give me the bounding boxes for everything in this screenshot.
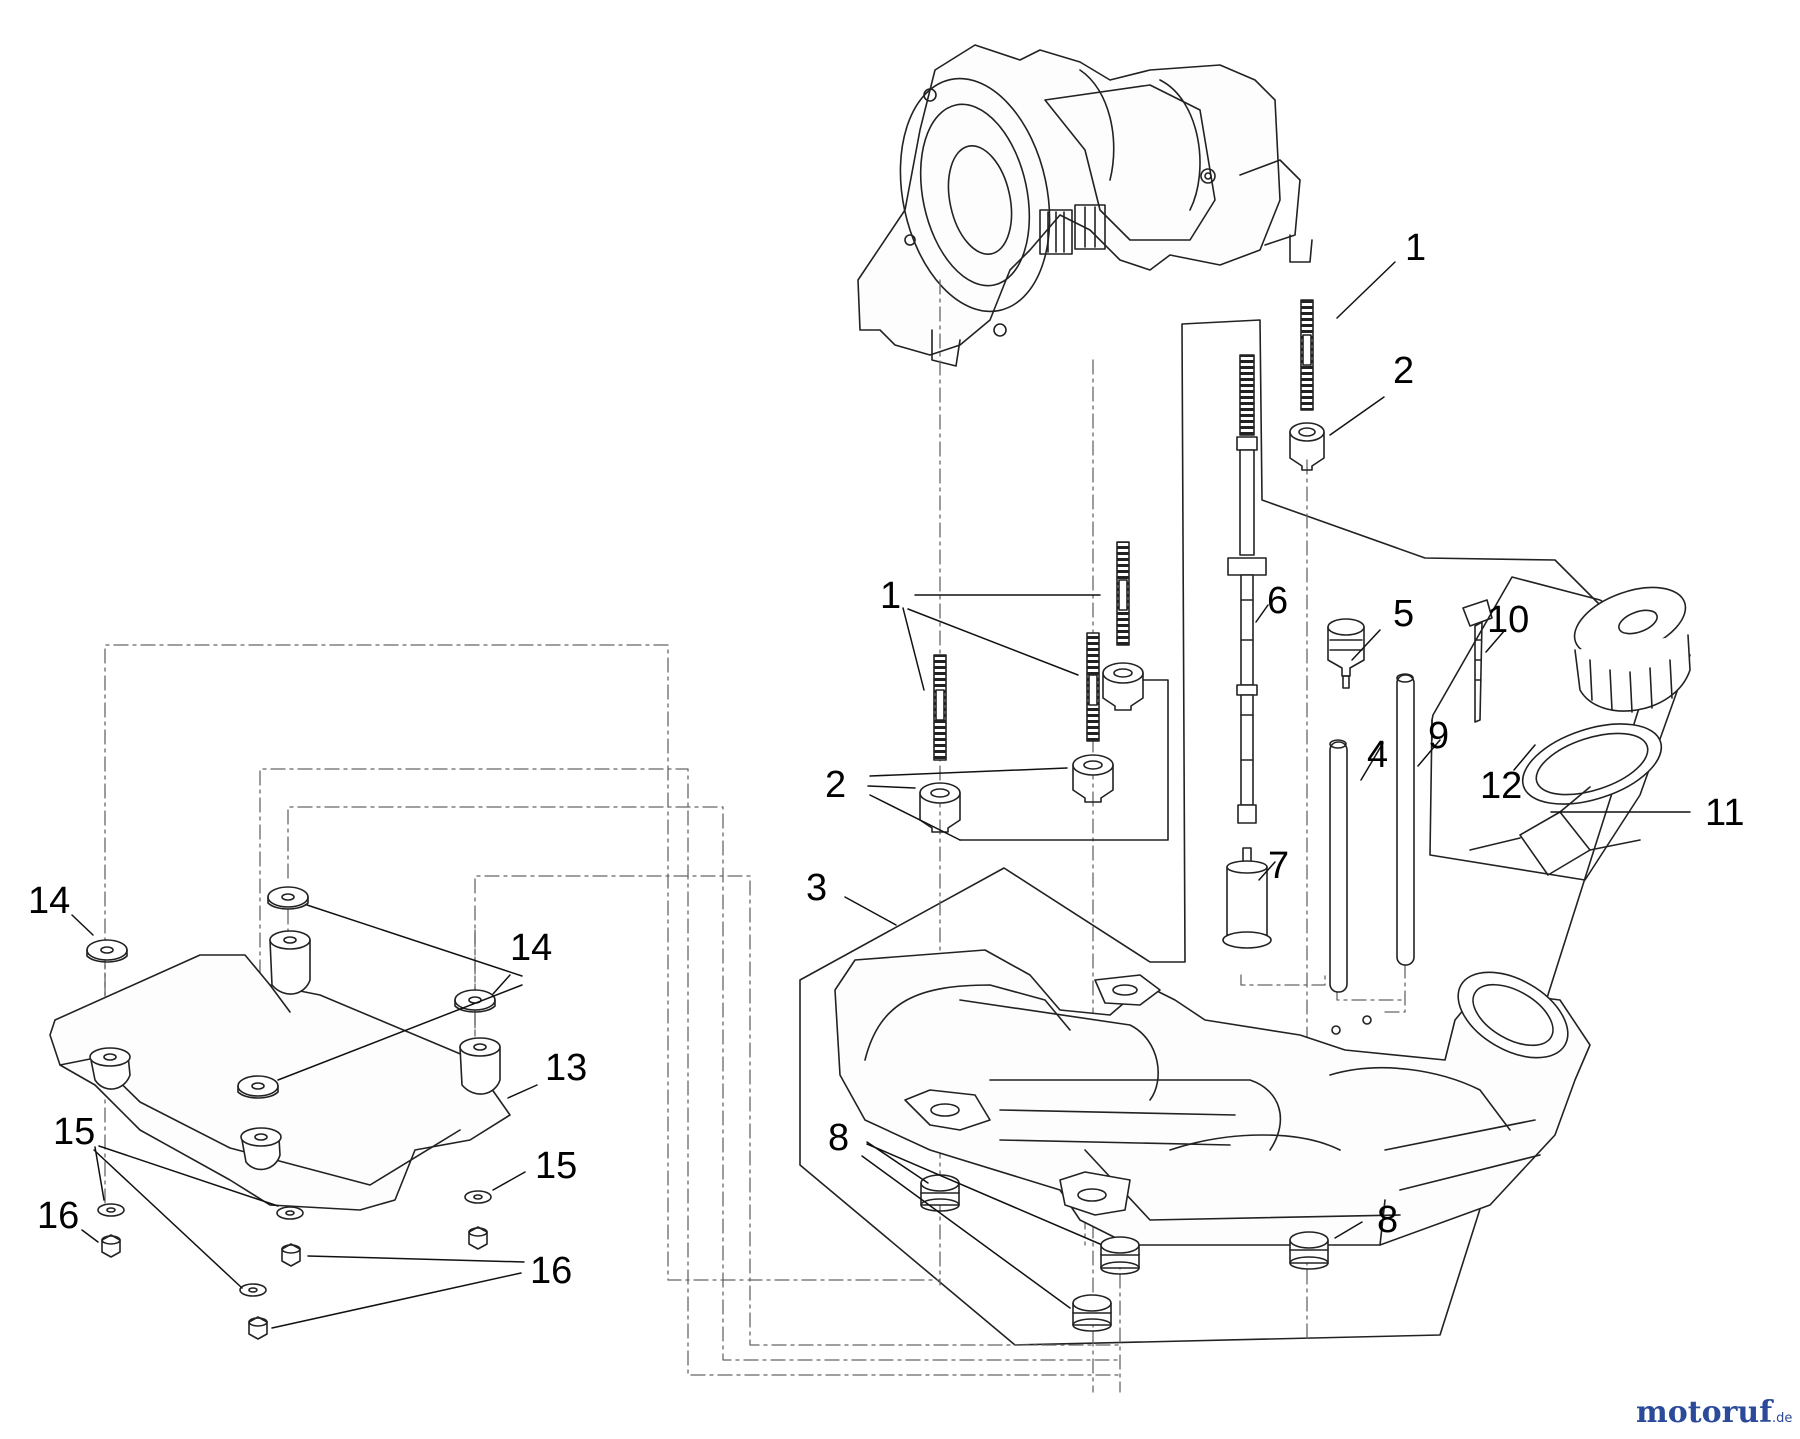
callout-1-top-right: 1 — [1405, 227, 1426, 269]
callout-11: 11 — [1705, 792, 1744, 834]
base-plate — [49, 930, 511, 1211]
callout-7: 7 — [1268, 845, 1289, 887]
bushing-back — [1102, 662, 1144, 711]
engine-housing — [857, 44, 1313, 367]
washer-14-d — [237, 1075, 279, 1099]
bushing-right — [1289, 422, 1325, 471]
fuel-line-9 — [1396, 673, 1415, 966]
callout-15-right: 15 — [535, 1145, 577, 1187]
washer-15-a — [97, 1203, 125, 1217]
bushing-middle — [1072, 754, 1114, 803]
callout-2-top-right: 2 — [1393, 350, 1414, 392]
grommet-3 — [1289, 1231, 1329, 1270]
callout-14-right: 14 — [510, 927, 552, 969]
grommet-2 — [1100, 1236, 1140, 1275]
callout-1-middle: 1 — [880, 575, 901, 617]
callout-4: 4 — [1367, 734, 1388, 776]
washer-15-c — [464, 1190, 492, 1204]
washer-15-d — [239, 1283, 267, 1297]
brand-watermark: motoruf .de — [1636, 1395, 1792, 1430]
cable-tie — [1462, 599, 1493, 723]
callout-14-left: 14 — [28, 880, 70, 922]
fuel-cap-assembly — [1429, 576, 1691, 881]
callout-9: 9 — [1428, 715, 1449, 757]
washer-15-b — [276, 1206, 304, 1220]
callout-numbers: 1 2 1 2 3 4 5 6 7 8 8 9 10 11 12 13 14 1… — [28, 227, 1744, 1292]
leader-lines — [71, 261, 1691, 1329]
callout-12: 12 — [1480, 765, 1522, 807]
callout-8-left: 8 — [828, 1117, 849, 1159]
callout-15-left: 15 — [53, 1111, 95, 1153]
nut-16-b — [281, 1243, 301, 1267]
nut-16-d — [248, 1316, 268, 1340]
callout-13: 13 — [545, 1047, 587, 1089]
washer-14-b — [267, 886, 309, 910]
fuel-filter-pickup — [1227, 354, 1267, 824]
vent-valve — [1327, 618, 1365, 689]
fuel-tank — [834, 949, 1591, 1246]
washer-14-c — [454, 989, 496, 1013]
nut-16-a — [101, 1234, 121, 1258]
nut-16-c — [468, 1226, 488, 1250]
callout-8-right: 8 — [1377, 1199, 1398, 1241]
callout-16-right: 16 — [530, 1250, 572, 1292]
callout-16-left: 16 — [37, 1195, 79, 1237]
callout-5: 5 — [1393, 593, 1414, 635]
bushing-bracket — [959, 679, 1169, 841]
watermark-brand: motoruf — [1636, 1395, 1774, 1430]
fuel-filter — [1222, 847, 1272, 949]
callout-6: 6 — [1267, 580, 1288, 622]
watermark-suffix: .de — [1772, 1411, 1792, 1426]
fuel-line-4 — [1329, 739, 1348, 993]
stud-back — [1116, 541, 1130, 646]
callout-3: 3 — [806, 867, 827, 909]
stud-middle — [1086, 632, 1100, 742]
washer-14-a — [86, 939, 128, 963]
callout-2-middle: 2 — [825, 764, 846, 806]
stud-right-top — [1300, 299, 1314, 411]
stud-left — [933, 654, 947, 761]
grommet-4 — [1072, 1294, 1112, 1332]
callout-10: 10 — [1487, 599, 1529, 641]
